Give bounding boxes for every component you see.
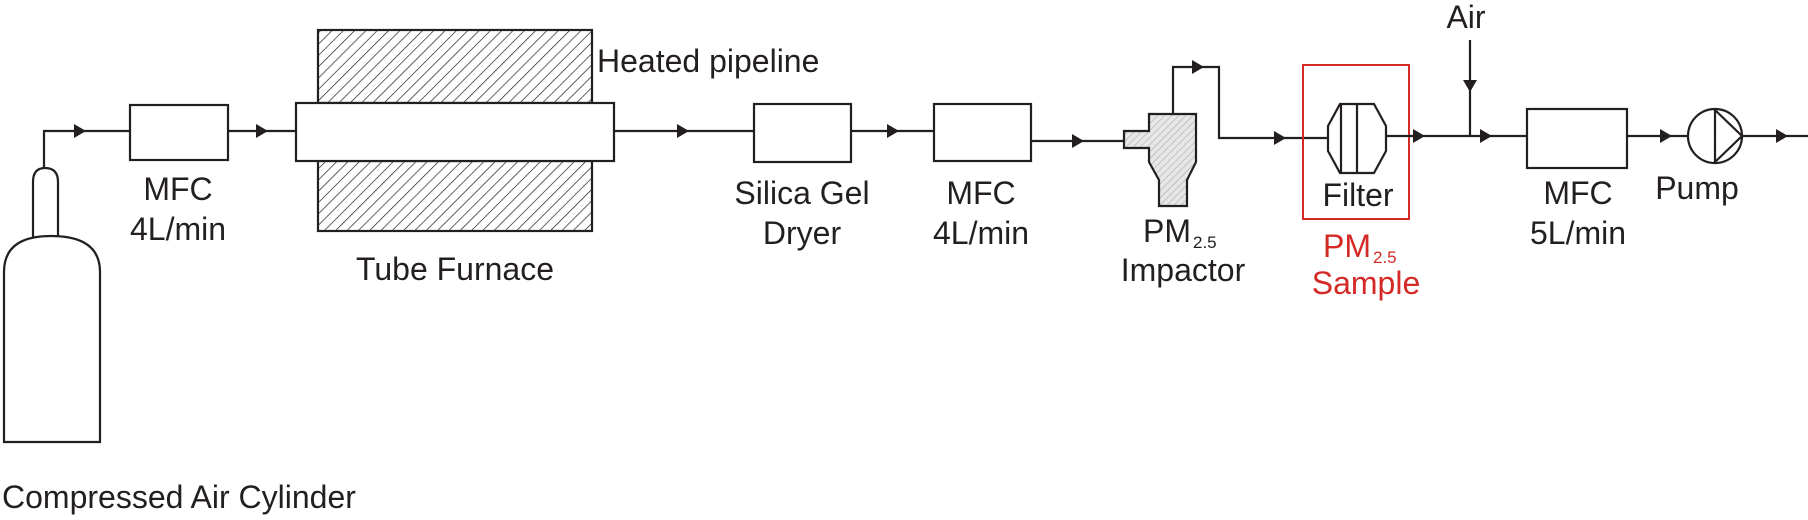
tube-furnace (294, 28, 616, 233)
flow-arrow-icon (256, 124, 268, 138)
mfc-outlet-label: MFC (1543, 175, 1612, 211)
pump-label: Pump (1655, 170, 1739, 206)
dryer-label-line2: Dryer (763, 215, 842, 251)
flow-arrow-icon (1413, 129, 1425, 143)
pipe-impactor-to-filter (1171, 65, 1328, 140)
pipe-cylinder-to-mfc (42, 129, 130, 168)
flow-arrow-icon (74, 124, 86, 138)
flow-arrow-icon (677, 124, 689, 138)
mfc-outlet-box (1525, 107, 1629, 170)
cylinder-label: Compressed Air Cylinder (2, 479, 356, 515)
impactor-label-line2: Impactor (1121, 252, 1246, 288)
flow-arrow-icon (1072, 134, 1084, 148)
sample-label-main: PM (1323, 228, 1371, 264)
air-label: Air (1446, 0, 1485, 35)
pm25-impactor-shape (1122, 112, 1198, 208)
filter-holder (1326, 102, 1388, 175)
compressed-air-cylinder (2, 166, 102, 444)
impactor-label-sub: 2.5 (1193, 233, 1217, 252)
flow-arrow-icon (1274, 131, 1286, 145)
flow-arrow-icon (1480, 129, 1492, 143)
mfc-mid-box (932, 102, 1033, 163)
heated-pipeline-label: Heated pipeline (597, 43, 819, 79)
mfc-inlet-label: MFC (143, 171, 212, 207)
flow-arrow-icon (887, 124, 899, 138)
cylinder-body (2, 234, 102, 444)
filter-label: Filter (1322, 177, 1393, 213)
dryer-label-line1: Silica Gel (734, 175, 869, 211)
tube-furnace-label: Tube Furnace (356, 251, 554, 287)
mfc-outlet-flow: 5L/min (1530, 215, 1626, 251)
impactor-label-main: PM (1143, 213, 1191, 249)
furnace-heater-top (316, 28, 594, 105)
mfc-inlet-flow: 4L/min (130, 211, 226, 247)
pump-icon (1686, 107, 1744, 165)
furnace-tube (294, 101, 616, 163)
air-inlet-arrow-icon (1463, 80, 1477, 92)
silica-gel-dryer-box (752, 102, 853, 164)
pm25-sample-highlight-box (1302, 64, 1410, 220)
flow-arrow-icon (1192, 60, 1204, 74)
cylinder-neck (31, 166, 60, 240)
mfc-inlet-box (128, 103, 230, 162)
mfc-mid-flow: 4L/min (933, 215, 1029, 251)
flow-arrow-icon (1776, 129, 1788, 143)
furnace-heater-bottom (316, 159, 594, 233)
sample-label-sub: 2.5 (1373, 248, 1397, 267)
sample-label-line2: Sample (1312, 265, 1421, 301)
mfc-mid-label: MFC (946, 175, 1015, 211)
flow-arrow-icon (1660, 129, 1672, 143)
